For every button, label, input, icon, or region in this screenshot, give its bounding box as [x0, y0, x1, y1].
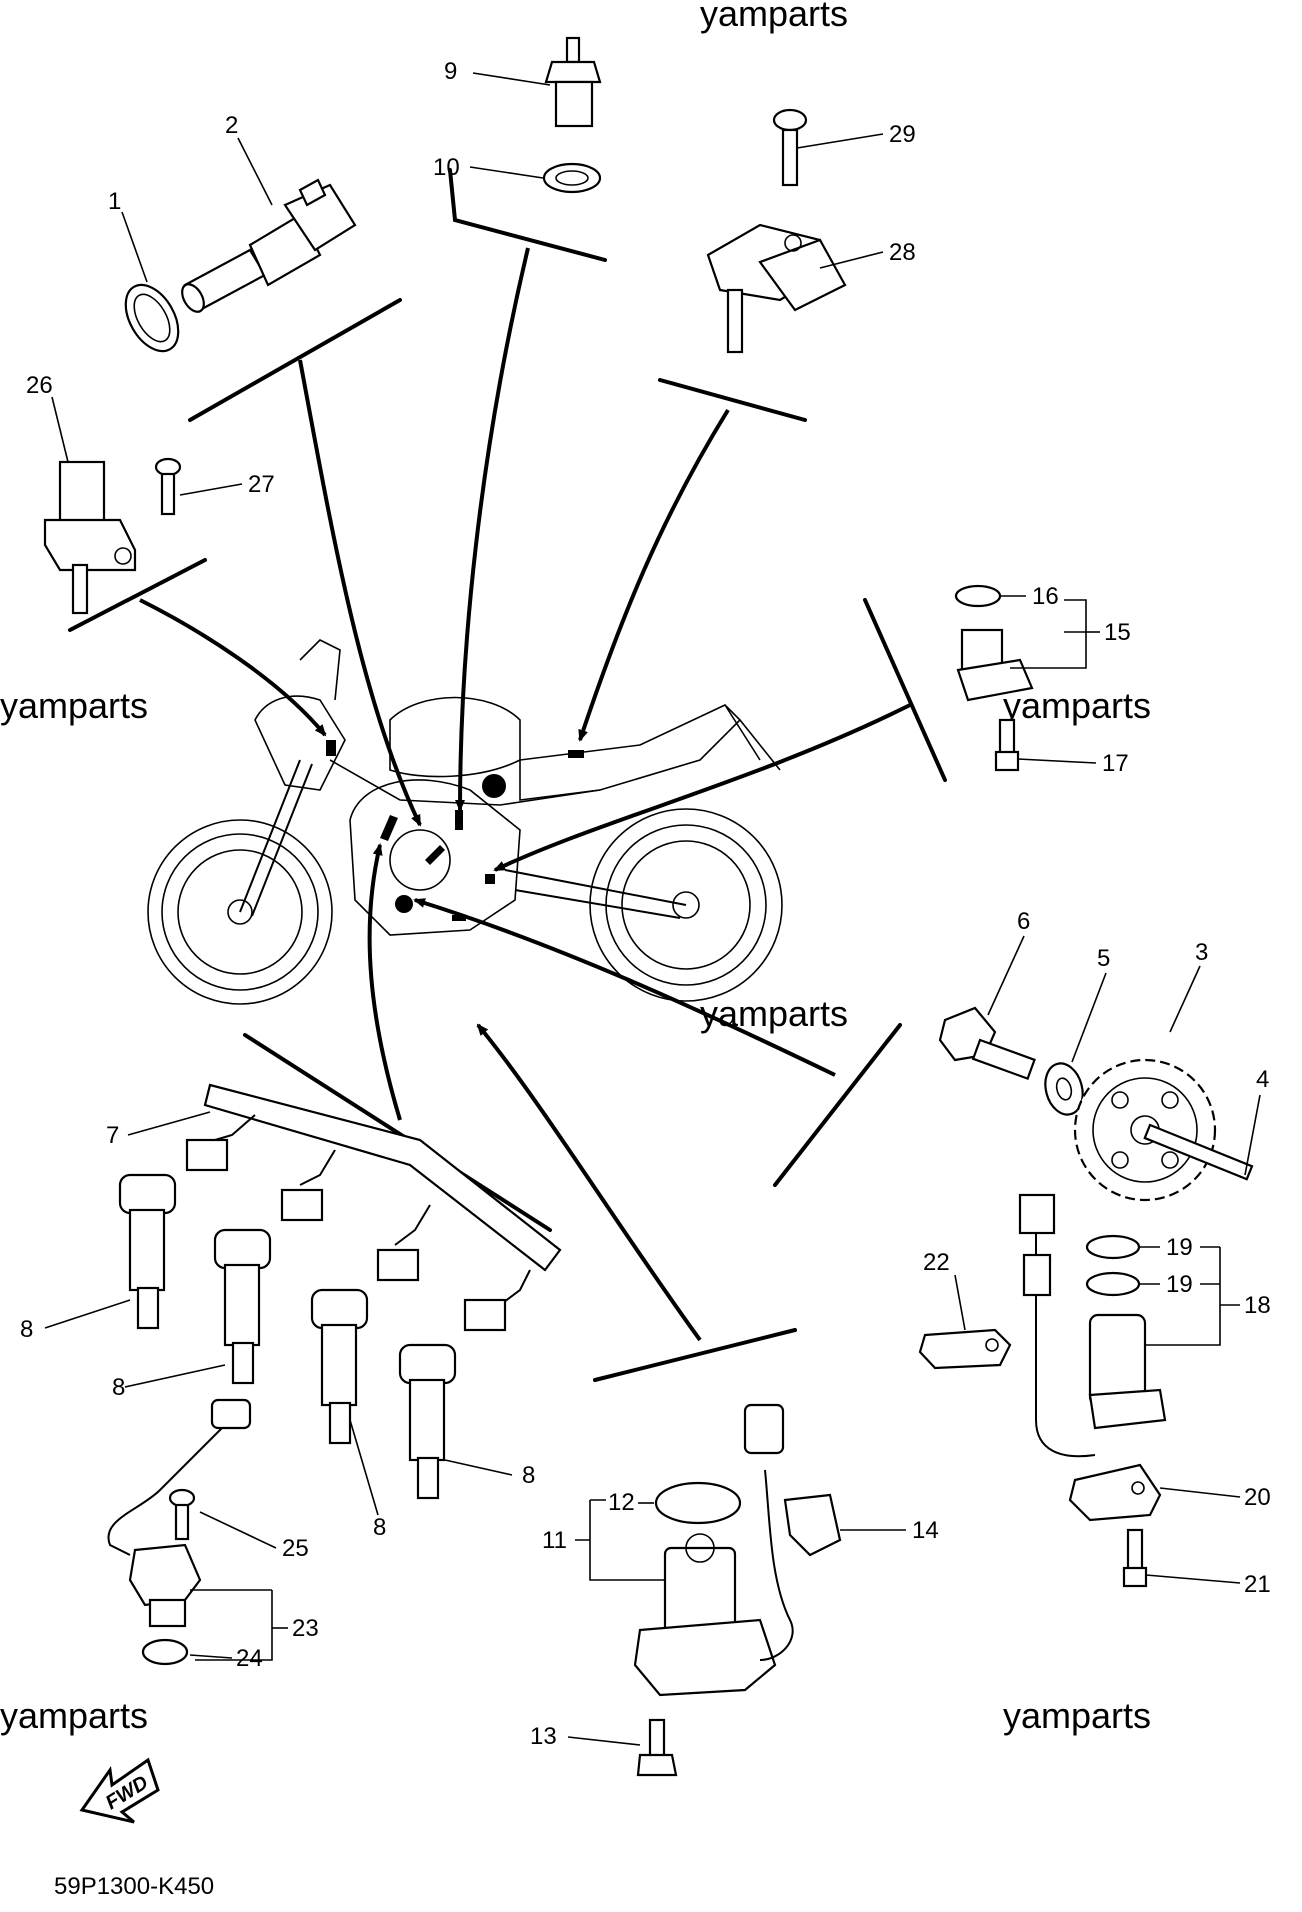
callout-19a: 19	[1166, 1234, 1193, 1261]
callout-13: 13	[530, 1723, 557, 1750]
callout-8b: 8	[112, 1374, 125, 1401]
callout-8a: 8	[20, 1316, 33, 1343]
part-18-sensor	[1018, 1193, 1167, 1458]
part-16-oring	[954, 584, 1002, 608]
callout-28: 28	[889, 239, 916, 266]
group-brackets	[68, 168, 947, 1382]
callout-10: 10	[433, 154, 460, 181]
callout-18: 18	[1244, 1292, 1271, 1319]
part-10-washer	[542, 162, 602, 194]
callout-5: 5	[1097, 945, 1110, 972]
watermark-top: yamparts	[700, 0, 848, 34]
callout-9: 9	[444, 58, 457, 85]
callout-8c: 8	[373, 1514, 386, 1541]
callout-21: 21	[1244, 1571, 1271, 1598]
part-24-oring	[141, 1638, 189, 1666]
watermark-right: yamparts	[1003, 685, 1151, 726]
part-4-pin	[1143, 1123, 1254, 1181]
callout-11: 11	[542, 1527, 567, 1554]
part-2-sensor	[181, 178, 357, 313]
part-20-stay	[1068, 1463, 1162, 1522]
callout-26: 26	[26, 372, 53, 399]
part-26-sensor	[43, 460, 137, 615]
callout-2: 2	[225, 112, 238, 139]
callout-14: 14	[912, 1517, 939, 1544]
callout-25: 25	[282, 1535, 309, 1562]
part-15-sensor	[956, 628, 1034, 702]
callout-12: 12	[608, 1489, 635, 1516]
watermark-center: yamparts	[700, 993, 848, 1034]
callout-7: 7	[106, 1122, 119, 1149]
callout-22: 22	[923, 1249, 950, 1276]
callout-20: 20	[1244, 1484, 1271, 1511]
part-5-washer	[1044, 1062, 1084, 1116]
fwd-arrow: FWD	[79, 1757, 160, 1824]
part-21-bolt	[1122, 1528, 1148, 1588]
callout-4: 4	[1256, 1066, 1269, 1093]
part-27-screw	[154, 457, 182, 516]
part-8-coil-2	[213, 1228, 272, 1385]
leader-arrows	[139, 247, 911, 1342]
part-19-oring-upper	[1085, 1234, 1141, 1260]
callout-8d: 8	[522, 1462, 535, 1489]
watermark-left: yamparts	[0, 685, 148, 726]
part-1-gasket	[124, 283, 180, 353]
callout-24: 24	[236, 1645, 263, 1672]
part-25-bolt	[168, 1488, 196, 1541]
callout-23: 23	[292, 1615, 319, 1642]
part-13-bolt	[636, 1718, 678, 1777]
part-22-stay	[918, 1328, 1012, 1370]
callout-3: 3	[1195, 939, 1208, 966]
part-8-coil-4	[398, 1343, 457, 1500]
callout-29: 29	[889, 121, 916, 148]
part-9-switch	[544, 36, 602, 128]
part-3-rotor	[1073, 1058, 1217, 1202]
watermark-bottom-left: yamparts	[0, 1695, 148, 1736]
part-7-harness	[185, 1083, 562, 1332]
part-23-sensor	[107, 1398, 252, 1628]
callout-19b: 19	[1166, 1271, 1193, 1298]
motorcycle-illustration	[147, 639, 783, 1005]
part-8-coil-3	[310, 1288, 369, 1445]
diagram-code: 59P1300-K450	[54, 1873, 214, 1900]
callout-27: 27	[248, 471, 275, 498]
part-14-clamp	[783, 1493, 842, 1557]
part-6-bolt	[938, 1006, 1036, 1081]
callout-1: 1	[108, 188, 121, 215]
part-28-sensor	[706, 223, 847, 354]
callout-16: 16	[1032, 583, 1059, 610]
part-19-oring-lower	[1085, 1271, 1141, 1297]
part-8-coil-1	[118, 1173, 177, 1330]
part-29-screw	[772, 108, 808, 187]
callout-labels: 1 2 3 4 5 6 7 8 8 8 8 9 10 11 12 13 14 1…	[20, 58, 1271, 1750]
part-11-sensor	[633, 1403, 794, 1697]
callout-15: 15	[1104, 619, 1131, 646]
callout-17: 17	[1102, 750, 1129, 777]
callout-6: 6	[1017, 908, 1030, 935]
part-17-bolt	[994, 718, 1020, 772]
part-12-oring	[654, 1481, 742, 1525]
watermark-bottom-right: yamparts	[1003, 1695, 1151, 1736]
callout-leader-lines	[44, 72, 1261, 1746]
